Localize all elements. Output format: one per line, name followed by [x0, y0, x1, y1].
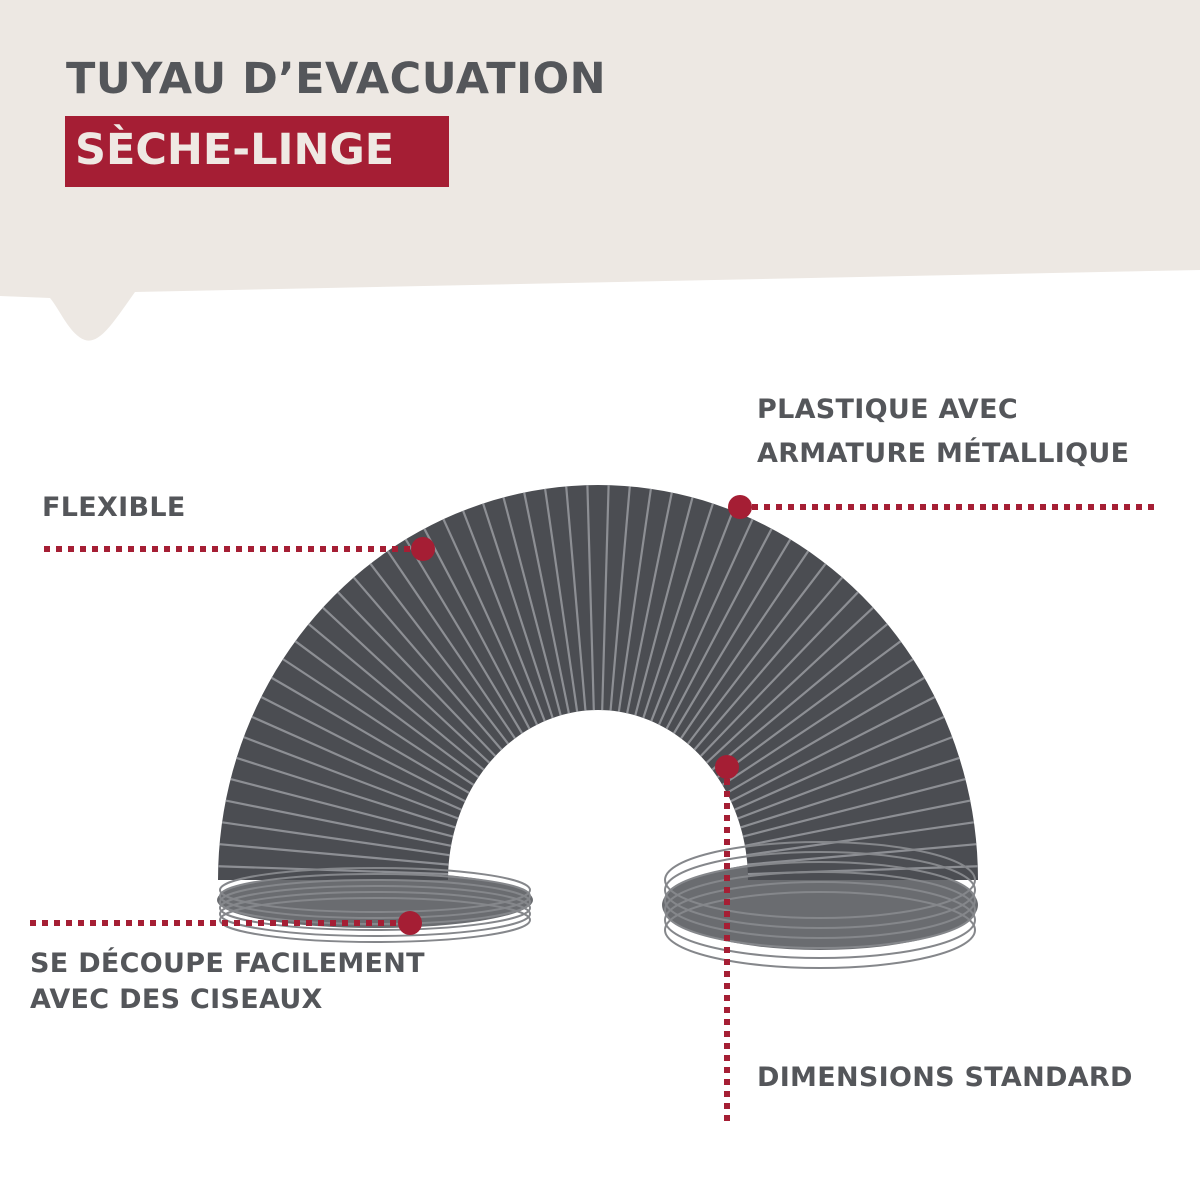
hose-rib	[282, 658, 475, 786]
hose-rib	[686, 563, 827, 745]
hose-rib	[337, 591, 497, 757]
hose-rib	[664, 841, 976, 919]
hose-rib	[664, 891, 976, 969]
callout-line: PLASTIQUE AVEC	[757, 394, 1018, 425]
callout-lines	[30, 495, 1158, 1126]
hose-rib	[243, 736, 459, 820]
hose-rib	[221, 821, 450, 857]
hose-rib	[737, 736, 953, 820]
hose-rib	[230, 778, 454, 838]
callout-dimensions: DIMENSIONS STANDARD	[757, 1056, 1133, 1100]
hose-rib	[716, 640, 902, 779]
callout-line: DIMENSIONS STANDARD	[757, 1062, 1133, 1093]
hose-rib	[352, 576, 503, 751]
hose-rib	[219, 879, 531, 925]
hose-rib	[740, 756, 960, 829]
subtitle-badge: SÈCHE-LINGE	[65, 116, 449, 187]
hose-right-end	[662, 860, 978, 950]
hose-rib	[271, 676, 470, 794]
hose-rib	[609, 486, 631, 711]
hose-rib	[711, 623, 889, 771]
hose-rib	[219, 885, 531, 931]
hose-rib	[322, 606, 491, 764]
callout-flexible: FLEXIBLE	[42, 486, 186, 530]
hose-rib	[369, 563, 510, 745]
hose-rib	[482, 503, 554, 719]
hose-rib	[423, 528, 531, 730]
hose-image	[217, 485, 978, 969]
hose-rib	[225, 799, 452, 847]
material-dot	[728, 495, 752, 519]
hose-rib	[664, 881, 976, 959]
callout-line: AVEC DES CISEAUX	[30, 984, 323, 1015]
hose-rib	[502, 497, 562, 716]
callout-line: ARMATURE MÉTALLIQUE	[757, 438, 1130, 469]
hose-body	[218, 485, 978, 880]
hose-rib	[251, 715, 462, 811]
hose-rib	[219, 891, 531, 937]
hose-rib	[658, 518, 754, 726]
hose-rib	[219, 867, 531, 913]
hose-rib	[726, 676, 925, 794]
hose-rib	[721, 658, 914, 786]
hose-rib	[219, 897, 531, 943]
callout-line: FLEXIBLE	[42, 492, 186, 523]
hose-rib	[746, 821, 975, 857]
hose-rib	[680, 550, 810, 740]
hose-rib	[672, 538, 792, 734]
hose-rib	[634, 497, 694, 716]
hose-rib	[664, 851, 976, 929]
hose-rib	[523, 492, 570, 714]
hose-rib	[699, 591, 859, 757]
hose-rib	[586, 485, 595, 711]
hose-rib	[219, 843, 449, 866]
hose-rib	[601, 485, 610, 711]
hose-rib	[219, 873, 531, 919]
hose-rib	[218, 865, 449, 876]
callout-line: SE DÉCOUPE FACILEMENT	[30, 948, 425, 979]
hose-rib	[544, 488, 579, 712]
hose-rib	[744, 799, 971, 847]
hose-rib	[664, 871, 976, 949]
cut-dot	[398, 911, 422, 935]
hose-rib	[650, 510, 734, 722]
hose-rib	[565, 486, 587, 711]
flexible-dot	[411, 537, 435, 561]
page-title: TUYAU D’EVACUATION	[66, 54, 607, 104]
hose-rib	[664, 861, 976, 939]
hose-rib	[742, 778, 966, 838]
hose-rib	[705, 606, 874, 764]
header-banner-shape	[0, 0, 1200, 341]
subtitle-text: SÈCHE-LINGE	[75, 125, 395, 175]
hose-rib	[747, 843, 977, 866]
dimensions-dot	[715, 755, 739, 779]
hose-rib	[626, 492, 673, 714]
hose-rib	[442, 518, 538, 726]
hose-rib	[260, 696, 466, 803]
hose-rib	[294, 640, 480, 779]
hose-rib	[693, 576, 844, 751]
hose-rib	[730, 696, 936, 803]
hose-rib	[642, 503, 714, 719]
callout-cut: SE DÉCOUPE FACILEMENT AVEC DES CISEAUX	[30, 946, 425, 1018]
callout-material: PLASTIQUE AVEC ARMATURE MÉTALLIQUE	[757, 388, 1129, 476]
hose-rib	[236, 756, 456, 829]
hose-rib	[734, 715, 945, 811]
hose-rib	[462, 510, 546, 722]
hose-rib	[665, 528, 773, 730]
hose-rib	[617, 488, 652, 712]
hose-rib	[307, 623, 485, 771]
hose-rib	[386, 550, 516, 740]
hose-rib	[404, 538, 524, 734]
